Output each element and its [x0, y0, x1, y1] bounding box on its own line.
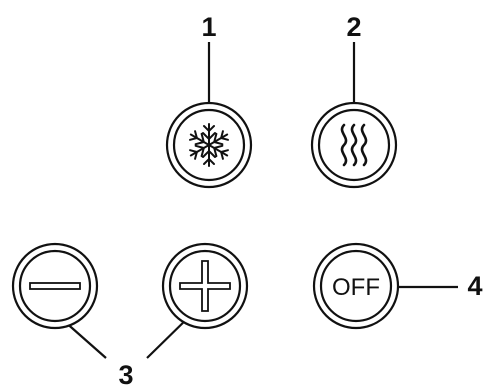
heat-waves-icon [340, 123, 368, 167]
callout-2: 2 [346, 12, 362, 42]
off-button-label: OFF [332, 274, 380, 301]
decrease-button[interactable] [11, 242, 99, 330]
increase-button[interactable] [161, 242, 249, 330]
plus-icon [179, 260, 231, 312]
heat-button[interactable] [310, 101, 398, 189]
cool-button[interactable] [165, 101, 253, 189]
off-button[interactable]: OFF [312, 242, 400, 330]
callout-4: 4 [467, 271, 483, 301]
callout-3: 3 [118, 360, 134, 390]
minus-icon [29, 282, 81, 290]
leader-lines [54, 42, 458, 359]
snowflake-icon [186, 123, 232, 167]
callout-1: 1 [201, 12, 217, 42]
